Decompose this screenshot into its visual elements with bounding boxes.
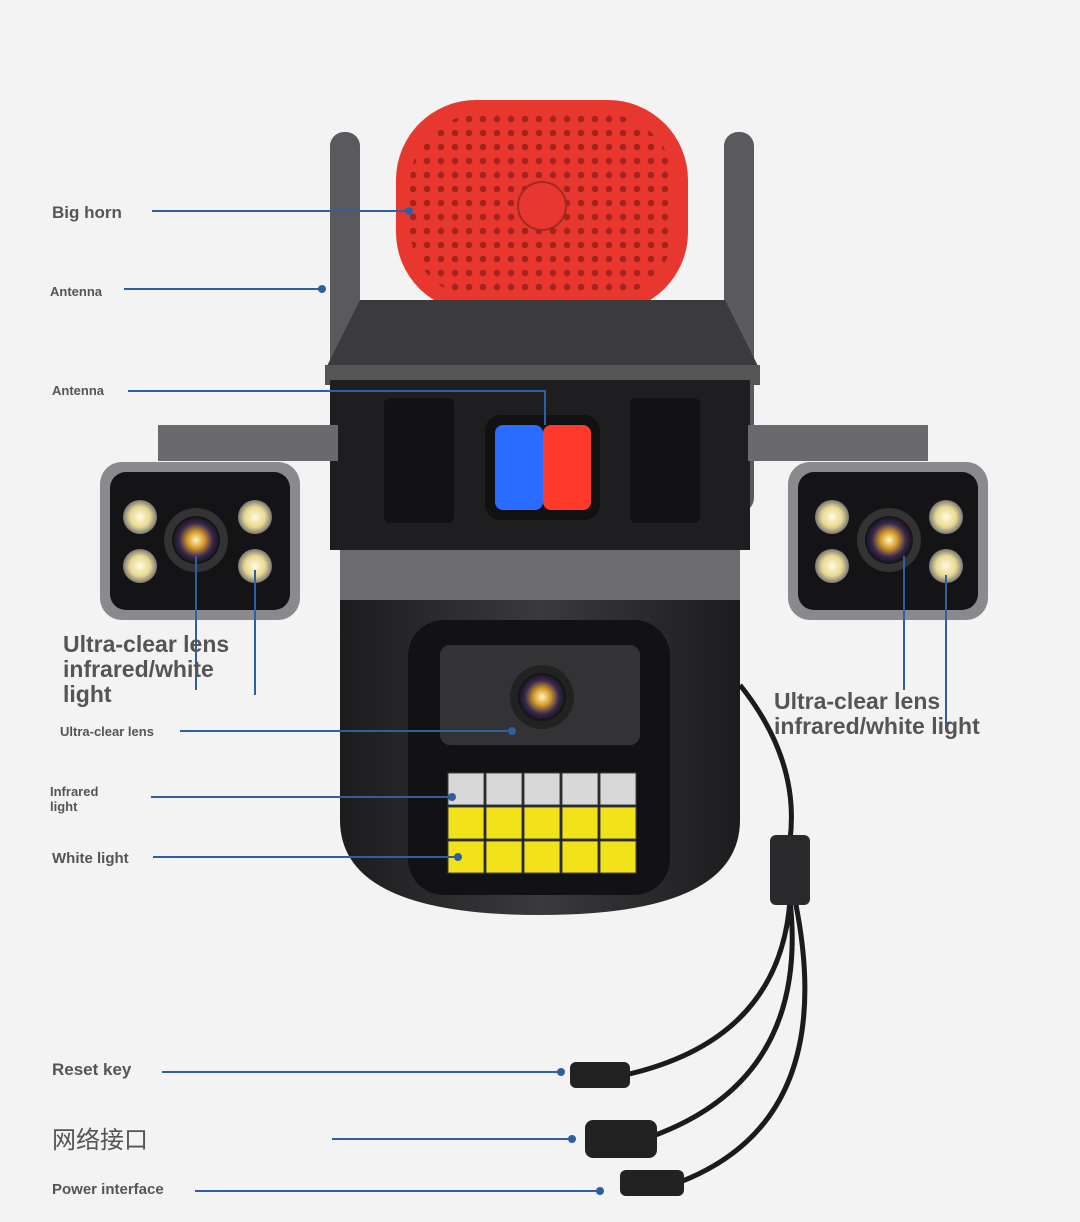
infrared-led [523, 772, 561, 806]
label-infrared-light: Infrared light [50, 784, 99, 814]
siren-light [485, 415, 600, 520]
label-right-lens-callout: Ultra-clear lens infrared/white light [774, 688, 980, 739]
white-led [599, 840, 637, 874]
infrared-led [599, 772, 637, 806]
white-led [523, 840, 561, 874]
cable [624, 683, 808, 1185]
reset-connector [570, 1062, 630, 1088]
label-ultra-clear-lens: Ultra-clear lens [60, 724, 154, 739]
white-led [599, 806, 637, 840]
white-led [561, 806, 599, 840]
left-side-camera [100, 462, 300, 620]
big-horn [396, 100, 688, 312]
dome-body [340, 550, 740, 915]
network-connector [585, 1120, 657, 1158]
power-connector [620, 1170, 684, 1196]
infrared-led [485, 772, 523, 806]
callout-dots [318, 207, 604, 1195]
label-network-port: 网络接口 [52, 1126, 148, 1154]
label-reset-key: Reset key [52, 1060, 132, 1079]
callout-lines [124, 210, 947, 1192]
label-power-interface: Power interface [52, 1181, 164, 1198]
right-side-camera [788, 462, 988, 620]
label-left-lens-callout: Ultra-clear lens infrared/white light [63, 631, 230, 707]
white-led [561, 840, 599, 874]
infrared-led [561, 772, 599, 806]
white-led [447, 806, 485, 840]
led-array [447, 772, 637, 874]
white-led [485, 840, 523, 874]
label-white-light: White light [52, 850, 129, 867]
label-antenna-2: Antenna [52, 383, 104, 398]
white-led [523, 806, 561, 840]
label-antenna-1: Antenna [50, 284, 102, 299]
white-led [485, 806, 523, 840]
label-big-horn: Big horn [52, 203, 122, 222]
